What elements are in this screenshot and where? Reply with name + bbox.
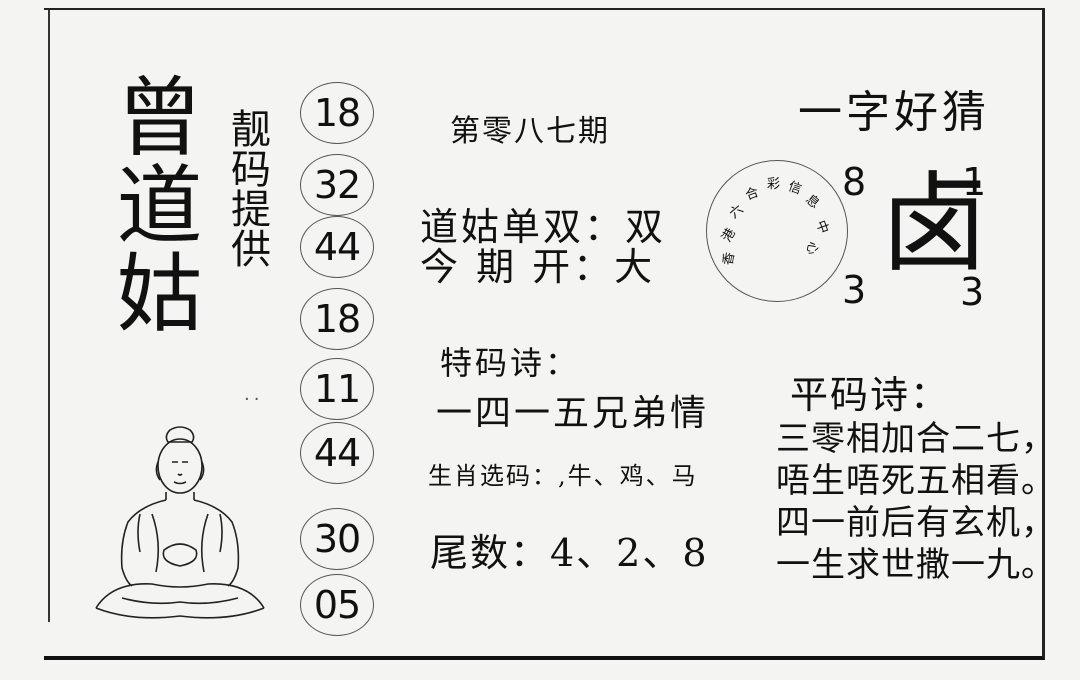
stamp-char-1: 香 bbox=[720, 251, 738, 267]
stamp-char-3: 六 bbox=[726, 202, 747, 222]
stamp-char-4: 合 bbox=[743, 185, 761, 204]
special-poem-title: 特码诗： bbox=[440, 344, 581, 382]
number-3: 44 bbox=[300, 216, 374, 278]
big-character: 卤 bbox=[880, 162, 989, 287]
number-8: 05 bbox=[300, 574, 374, 636]
flat-poem-line-3: 四一前后有玄机， bbox=[776, 503, 1056, 543]
single-double-label: 道姑单双： bbox=[420, 205, 626, 249]
buddha-illustration bbox=[95, 426, 265, 619]
single-double-value: 双 bbox=[625, 205, 667, 249]
issue-label: 第零八七期 bbox=[450, 114, 610, 149]
number-4: 18 bbox=[300, 288, 374, 350]
stamp-char-8: 中 bbox=[812, 218, 831, 236]
this-period-label: 今 期 开： bbox=[420, 245, 615, 289]
circular-stamp: 香 港 六 合 彩 信 息 中 心 bbox=[706, 160, 848, 302]
zodiac-picks: 生肖选码：,牛、鸡、马 bbox=[428, 462, 698, 490]
this-period-value: 大 bbox=[614, 245, 656, 289]
flat-poem-line-1: 三零相加合二七， bbox=[776, 419, 1056, 459]
stamp-char-9: 心 bbox=[803, 240, 821, 256]
this-period-row: 今 期 开：大 bbox=[420, 236, 655, 291]
frame-left-border bbox=[48, 10, 50, 622]
special-poem-line: 一四一五兄弟情 bbox=[436, 393, 710, 434]
guess-title: 一字好猜 bbox=[798, 87, 990, 138]
single-double-row: 道姑单双：双 bbox=[420, 196, 666, 251]
sub-title: 靓码提供 bbox=[224, 108, 270, 268]
number-5: 11 bbox=[300, 358, 374, 420]
number-1: 18 bbox=[300, 82, 374, 144]
outer-frame bbox=[44, 8, 1045, 660]
stamp-char-2: 港 bbox=[719, 226, 739, 245]
corner-bottom-right: 3 bbox=[960, 270, 985, 314]
flat-poem-line-4: 一生求世撒一九。 bbox=[776, 545, 1056, 585]
corner-top-right: 1 bbox=[962, 160, 987, 204]
flat-poem-title: 平码诗： bbox=[790, 373, 951, 417]
stamp-char-6: 信 bbox=[786, 179, 804, 198]
flat-poem: 三零相加合二七， 唔生唔死五相看。 四一前后有玄机， 一生求世撒一九。 bbox=[776, 418, 1056, 586]
number-7: 30 bbox=[300, 508, 374, 570]
number-2: 32 bbox=[300, 154, 374, 216]
main-title: 曾道姑 bbox=[101, 72, 201, 336]
flat-poem-line-2: 唔生唔死五相看。 bbox=[776, 461, 1056, 501]
tail-numbers: 尾数：4、2、8 bbox=[430, 531, 709, 575]
stamp-char-5: 彩 bbox=[767, 177, 781, 192]
dots: .. bbox=[244, 384, 264, 405]
corner-top-left: 8 bbox=[842, 160, 867, 204]
number-6: 44 bbox=[300, 422, 374, 484]
corner-bottom-left: 3 bbox=[842, 268, 867, 312]
stamp-char-7: 息 bbox=[802, 192, 823, 212]
